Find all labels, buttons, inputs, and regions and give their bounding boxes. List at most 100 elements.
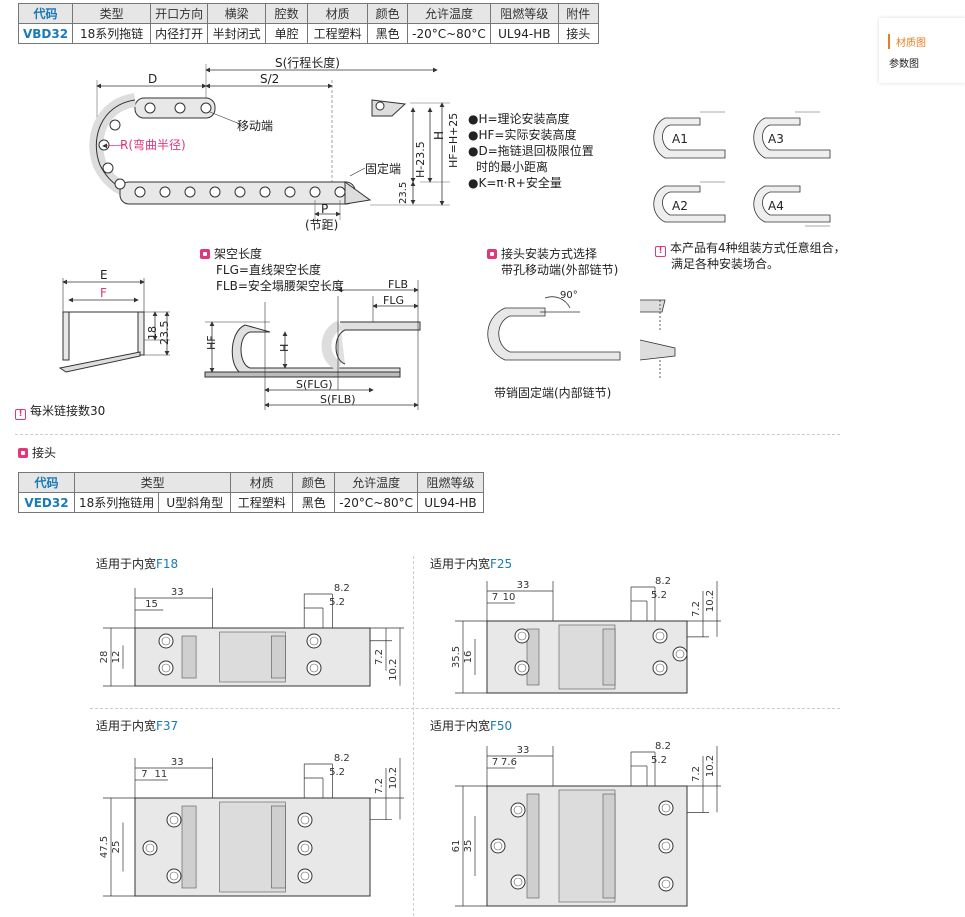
joint-bottom: 带销固定端(内部链节) [494,386,612,400]
divider-vertical [413,556,414,916]
hole-inner [309,636,319,646]
cell: 黑色 [292,492,336,513]
header-cell: 阻燃等级 [489,3,559,24]
joint-slot [526,628,540,686]
drawing-title-f18: 适用于内宽F18 [96,557,178,572]
hole-inner [675,649,685,659]
arr-A4: A4 [768,199,784,213]
table-row: VBD32 18系列拖链 内径打开 半封闭式 单腔 工程塑料 黑色 -20°C~… [17,23,599,44]
hole-inner [517,631,527,641]
dim-S: S(行程长度) [275,56,340,70]
hole [166,812,182,828]
hole-inner [655,631,665,641]
dimension-label: 61 [451,840,462,853]
hole-inner [309,663,319,673]
hole-inner [655,663,665,673]
tab-parameters[interactable]: 参数图 [889,59,919,70]
hole [658,800,674,816]
table-header-row: 代码 类型 材质 颜色 允许温度 阻燃等级 [18,472,484,493]
label-pitch: (节距) [305,218,339,232]
cell: 内径打开 [150,23,209,44]
header-cell: 材质 [307,3,369,24]
joint-slot [270,805,286,889]
dimension-label: 5.2 [329,597,345,608]
cell: 接头 [557,23,599,44]
per-meter-note: !每米链接数30 [15,404,105,420]
hole [158,633,174,649]
joint-slot [270,635,286,679]
arr-A2: A2 [672,199,688,213]
joint-title: 接头安装方式选择 [487,247,597,262]
spec-table: 代码 类型 开口方向 横梁 腔数 材质 颜色 允许温度 阻燃等级 附件 VBD3… [17,3,599,44]
span-title: 架空长度 [200,247,262,262]
joint-slot [602,628,616,686]
section-icon [487,249,497,259]
section2-title-text: 接头 [32,446,57,460]
arr-A3: A3 [768,132,784,146]
hole-inner [517,663,527,673]
dimension-label: 11 [154,769,167,780]
per-meter-text: 每米链接数30 [30,404,106,418]
dimension-label: 12 [111,651,122,664]
hole-inner [300,871,310,881]
span-title-text: 架空长度 [214,247,263,261]
hole [142,840,158,856]
cell: 半封闭式 [207,23,267,44]
note-5: ●K=π·R+安全量 [468,176,562,190]
dimension-label: 16 [463,651,474,664]
header-cell: 代码 [18,472,75,493]
dim-FLG: FLG [383,294,404,307]
cell: 18系列拖链用 [73,492,160,513]
joint-table: 代码 类型 材质 颜色 允许温度 阻燃等级 VED32 18系列拖链用 U型斜角… [18,472,484,513]
hole [652,628,668,644]
dimension-label: 15 [145,599,158,610]
hole [672,646,688,662]
drawing-width: F50 [490,719,513,733]
hole-inner [161,663,171,673]
dimension-label: 10.2 [705,590,716,612]
drawing-title-f25: 适用于内宽F25 [430,557,512,572]
dimension-label: 33 [171,587,184,598]
drawing-width: F37 [156,719,179,733]
joint-slot [181,635,197,679]
label-moving-end: 移动端 [237,119,274,133]
joint-title-text: 接头安装方式选择 [501,247,598,261]
dimension-label: 28 [99,651,110,664]
dimension-label: 35 [463,840,474,853]
dim-F: F [100,286,107,300]
dimension-label: 7 [492,592,498,603]
dimension-label: 35.5 [451,646,462,668]
dimension-label: 8.2 [334,583,350,594]
hole-inner [145,843,155,853]
dimension-label: 8.2 [334,753,350,764]
hole [297,840,313,856]
tab-material[interactable]: 材质图 [888,34,926,49]
drawing-prefix: 适用于内宽 [430,557,491,571]
joint-sub: 带孔移动端(外部链节) [501,263,619,277]
dimension-label: 10.2 [388,767,399,789]
cell: VED32 [18,492,75,513]
divider [90,708,840,709]
dimension-label: 5.2 [329,767,345,778]
header-cell: 允许温度 [334,472,418,493]
hole [297,812,313,828]
hole [297,868,313,884]
dim-SFLG: S(FLG) [296,378,333,391]
hole [514,628,530,644]
hole-inner [169,815,179,825]
hole-inner [661,879,671,889]
cell: UL94-HB [416,492,484,513]
warning-icon: ! [655,246,666,257]
arr-note-1: !本产品有4种组装方式任意组合， [655,241,846,257]
note-3: ●D=拖链退回极限位置 [468,144,594,158]
dim-FLB: FLB [388,278,409,291]
hole [514,660,530,676]
header-cell: 颜色 [292,472,336,493]
drawing-title-f50: 适用于内宽F50 [430,719,512,734]
drawing-prefix: 适用于内宽 [96,557,157,571]
dimension-label: 33 [517,745,530,756]
cell: VBD32 [17,23,74,44]
hole [658,838,674,854]
